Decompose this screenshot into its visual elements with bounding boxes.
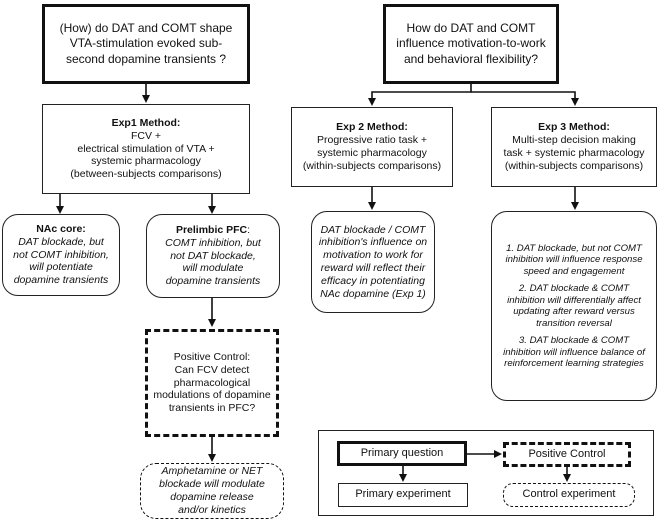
exp3-line: (within-subjects comparisons) — [504, 159, 644, 172]
legend-control-experiment: Control experiment — [503, 483, 635, 507]
exp2-hypothesis-box: DAT blockade / COMT inhibition's influen… — [311, 211, 435, 313]
exp2-hypothesis-line: efficacy in potentiating — [321, 274, 425, 287]
positive-control-box: Positive Control: Can FCV detect pharmac… — [145, 329, 279, 437]
amphetamine-line: blockade will modulate — [159, 478, 265, 491]
nac-title: NAc core: — [36, 223, 86, 235]
exp2-hypothesis-line: motivation to work for — [323, 249, 423, 262]
exp2-hypothesis-line: inhibition's influence on — [318, 236, 428, 249]
question-1-text: (How) do DAT and COMT shape VTA-stimulat… — [59, 20, 233, 66]
question-1-box: (How) do DAT and COMT shape VTA-stimulat… — [42, 4, 250, 84]
legend-primary-question: Primary question — [337, 441, 467, 466]
pfc-line: dopamine transients — [165, 275, 261, 288]
legend — [318, 430, 654, 516]
question-2-text: How do DAT and COMT influence motivation… — [396, 20, 546, 66]
legend-positive-control-label: Positive Control — [528, 447, 606, 460]
legend-primary-experiment-label: Primary experiment — [355, 488, 451, 501]
legend-primary-question-label: Primary question — [360, 446, 444, 459]
exp3-hypothesis-1: 1. DAT blockade, but not COMT inhibition… — [505, 242, 643, 277]
pfc-title-colon: : — [247, 224, 251, 236]
exp2-line: (within-subjects comparisons) — [302, 159, 442, 172]
positive-control-line: Can FCV detect — [174, 363, 250, 376]
exp1-line: electrical stimulation of VTA + — [77, 142, 215, 155]
exp1-title: Exp1 Method: — [111, 117, 181, 129]
amphetamine-line: Amphetamine or NET — [161, 465, 263, 478]
pfc-title-row: Prelimbic PFC: — [176, 224, 250, 237]
exp1-line: (between-subjects comparisons) — [70, 168, 222, 181]
pfc-line: COMT inhibition, but — [165, 236, 261, 249]
exp1-method-box: Exp1 Method: FCV + electrical stimulatio… — [42, 104, 250, 194]
legend-control-experiment-label: Control experiment — [522, 488, 616, 501]
exp2-hypothesis-line: reward will reflect their — [320, 262, 426, 274]
positive-control-line: transients in PFC? — [168, 402, 256, 415]
exp3-line: Multi-step decision making — [512, 134, 636, 147]
positive-control-line: modulations of dopamine — [153, 389, 271, 402]
pfc-line: will modulate — [182, 262, 244, 275]
exp3-line: task + systemic pharmacology — [503, 147, 645, 159]
pfc-line: not DAT blockade, — [170, 249, 256, 262]
exp2-title: Exp 2 Method: — [336, 121, 408, 134]
exp1-line: FCV + — [130, 129, 162, 142]
nac-line: will potentiate — [29, 261, 93, 274]
nac-line: DAT blockade, but — [18, 235, 104, 248]
exp3-hypothesis-3: 3. DAT blockade & COMT inhibition will i… — [503, 335, 645, 369]
exp3-title: Exp 3 Method: — [538, 121, 610, 134]
nac-line: dopamine transients — [13, 274, 109, 287]
exp3-hypotheses-box: 1. DAT blockade, but not COMT inhibition… — [491, 211, 657, 401]
legend-primary-experiment: Primary experiment — [338, 483, 468, 507]
amphetamine-line: dopamine release — [170, 491, 254, 503]
positive-control-line: pharmacological — [173, 376, 251, 389]
positive-control-line: Positive Control: — [173, 351, 251, 363]
nac-line: not COMT inhibition, — [13, 248, 109, 261]
exp2-hypothesis-line: NAc dopamine (Exp 1) — [320, 287, 426, 300]
amphetamine-hypothesis-box: Amphetamine or NET blockade will modulat… — [140, 463, 284, 519]
arrow-q2-branch-right — [471, 91, 579, 106]
exp2-hypothesis-line: DAT blockade / COMT — [320, 223, 426, 236]
question-2-box: How do DAT and COMT influence motivation… — [383, 4, 559, 84]
nac-core-hypothesis-box: NAc core: DAT blockade, but not COMT inh… — [2, 214, 120, 296]
exp2-line: systemic pharmacology — [317, 147, 427, 159]
legend-positive-control: Positive Control — [503, 442, 631, 467]
pfc-title: Prelimbic PFC — [175, 224, 248, 236]
pfc-hypothesis-box: Prelimbic PFC: COMT inhibition, but not … — [146, 214, 280, 298]
exp3-method-box: Exp 3 Method: Multi-step decision making… — [491, 107, 657, 187]
arrow-q2-branch — [368, 83, 472, 106]
amphetamine-line: and/or kinetics — [178, 503, 246, 516]
exp1-line: systemic pharmacology — [91, 155, 201, 168]
exp3-hypothesis-2: 2. DAT blockade & COMT inhibition will d… — [507, 283, 641, 329]
exp2-method-box: Exp 2 Method: Progressive ratio task + s… — [291, 107, 453, 187]
exp2-line: Progressive ratio task + — [316, 134, 427, 147]
